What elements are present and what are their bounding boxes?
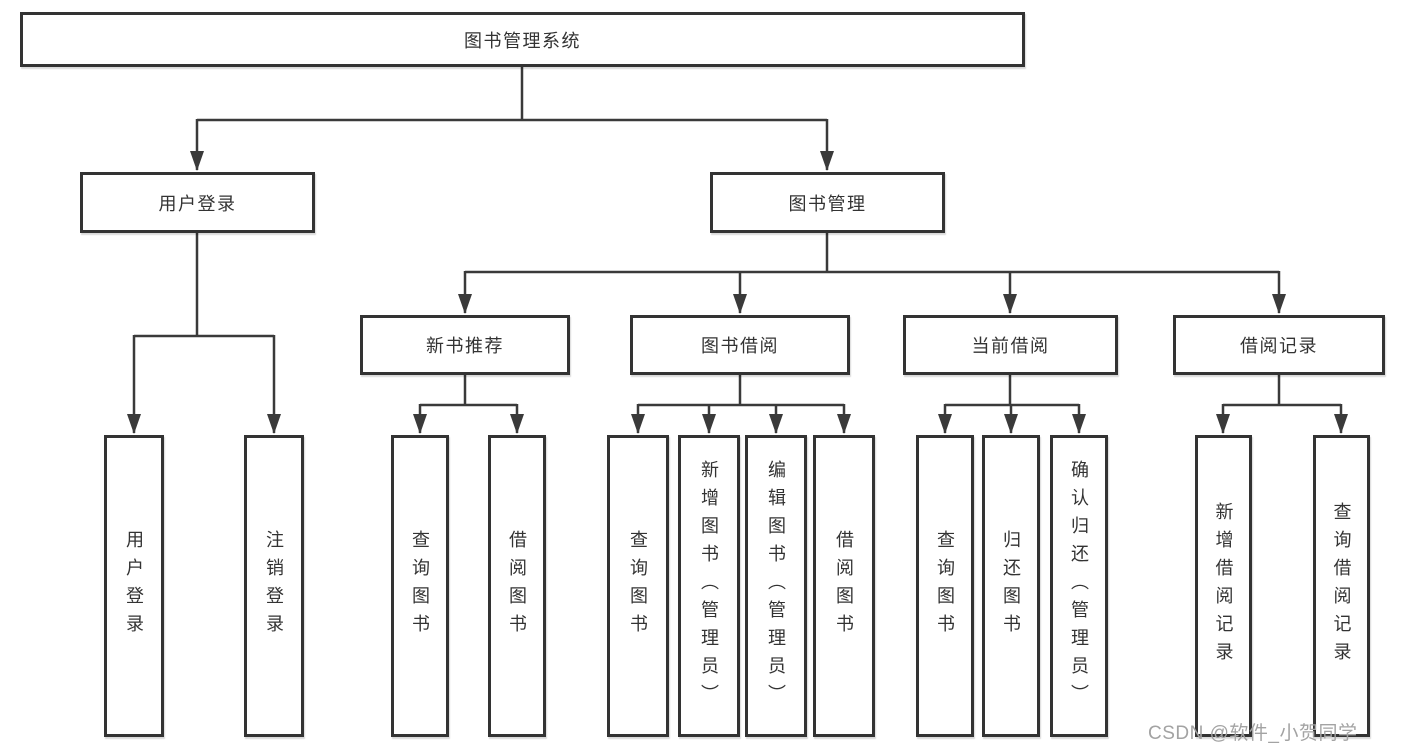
leaf-rec-query-books: 查询图书 [391,435,449,737]
leaf-br-query-record: 查询借阅记录 [1313,435,1370,737]
node-borrow-records: 借阅记录 [1173,315,1385,375]
leaf-label: 编辑图书（管理员） [766,460,786,712]
leaf-br-add-record: 新增借阅记录 [1195,435,1252,737]
node-label: 图书借阅 [701,336,779,356]
leaf-label: 查询图书 [410,530,430,642]
node-new-book-recommend: 新书推荐 [360,315,570,375]
edges-book-management [458,233,1286,314]
node-label: 图书管理系统 [464,30,581,51]
node-root-system: 图书管理系统 [20,12,1025,67]
leaf-label: 查询图书 [935,530,955,642]
leaf-label: 新增借阅记录 [1213,502,1234,670]
node-label: 图书管理 [788,193,867,214]
leaf-label: 查询图书 [628,530,648,642]
node-current-borrow: 当前借阅 [903,315,1118,375]
edges-user-login [127,233,281,434]
leaf-label: 确认归还（管理员） [1069,460,1089,712]
leaf-label: 查询借阅记录 [1331,502,1352,670]
leaf-cb-return-books: 归还图书 [982,435,1040,737]
leaf-logout: 注销登录 [244,435,304,737]
leaf-label: 借阅图书 [507,530,527,642]
leaf-cb-query-books: 查询图书 [916,435,974,737]
leaf-label: 借阅图书 [834,530,854,642]
edges-book-borrow [631,375,851,434]
csdn-watermark: CSDN @软件_小贺同学 [1148,723,1358,744]
node-label: 当前借阅 [971,336,1050,356]
node-book-borrow: 图书借阅 [630,315,850,375]
edges-new-book-rec [413,375,524,434]
edges-root [190,67,834,171]
leaf-label: 注销登录 [264,530,284,642]
node-label: 用户登录 [158,193,237,214]
leaf-bb-add-books-admin: 新增图书（管理员） [678,435,740,737]
edges-current-borrow [938,375,1086,434]
leaf-bb-borrow-books: 借阅图书 [813,435,875,737]
node-label: 新书推荐 [426,336,504,356]
node-book-management: 图书管理 [710,172,945,233]
node-label: 借阅记录 [1240,336,1318,356]
leaf-rec-borrow-books: 借阅图书 [488,435,546,737]
leaf-bb-query-books: 查询图书 [607,435,669,737]
edges-borrow-records [1216,375,1348,434]
leaf-label: 归还图书 [1001,530,1021,642]
leaf-label: 新增图书（管理员） [699,460,719,712]
leaf-bb-edit-books-admin: 编辑图书（管理员） [745,435,807,737]
node-user-login: 用户登录 [80,172,315,233]
leaf-label: 用户登录 [124,530,144,642]
leaf-user-login: 用户登录 [104,435,164,737]
leaf-cb-confirm-return-admin: 确认归还（管理员） [1050,435,1108,737]
